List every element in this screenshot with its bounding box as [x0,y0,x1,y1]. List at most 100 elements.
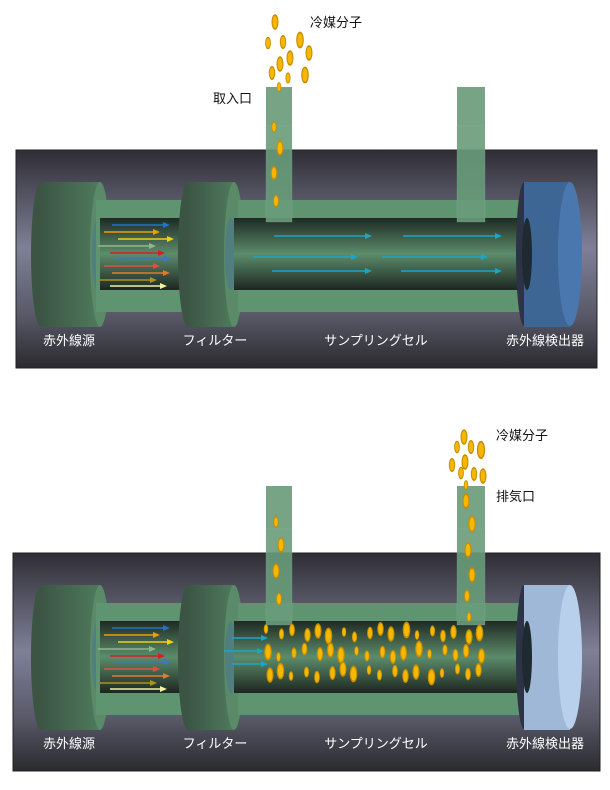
refrigerant-molecule-highlight [315,624,321,638]
refrigerant-molecule-highlight [276,653,281,661]
refrigerant-molecule-highlight [338,648,344,662]
refrigerant-molecule-highlight [393,666,397,676]
infrared-spectrum-arrow-head [158,653,165,659]
infrared-beam-arrow-head [261,661,268,667]
refrigerant-molecule-highlight [289,672,293,680]
sampling-cell-label: サンプリングセル [324,737,428,752]
refrigerant-molecule-highlight [267,668,273,682]
refrigerant-molecule-highlight [471,468,477,480]
infrared-beam-arrow-head [481,254,488,260]
refrigerant-molecule-highlight [465,543,471,557]
refrigerant-molecule-highlight [292,648,296,658]
refrigerant-molecule-highlight [468,441,474,453]
infrared-beam-arrow-head [351,254,358,260]
refrigerant-molecule-highlight [304,667,309,677]
refrigerant-molecule-highlight [469,568,475,582]
refrigerant-molecule-highlight [367,666,371,674]
refrigerant-molecule-highlight [465,591,469,601]
infrared-spectrum-arrow-head [153,666,160,672]
infrared-beam-arrow-head [495,268,502,274]
refrigerant-molecule-highlight [479,649,484,663]
refrigerant-molecule-highlight [274,517,278,527]
source-tube-bore [100,621,182,693]
refrigerant-molecule-highlight [280,36,286,48]
refrigerant-molecule-highlight [354,647,359,655]
refrigerant-molecule-highlight [455,442,459,452]
refrigerant-molecule-highlight [478,442,484,458]
refrigerant-molecule-highlight [265,645,271,659]
refrigerant-molecule-highlight [403,670,408,682]
refrigerant-molecule-highlight [277,57,283,71]
refrigerant-molecule-highlight [413,665,419,679]
infrared-spectrum-arrow-head [164,659,171,665]
inlet-pipe-sleeve [265,125,293,223]
outlet-pipe [456,486,486,626]
refrigerant-molecule-highlight [278,538,284,552]
refrigerant-molecule-highlight [352,632,357,642]
infrared-spectrum-arrow-head [153,229,160,235]
infrared-spectrum-arrow-head [150,277,157,283]
refrigerant-molecule-highlight [441,631,445,641]
refrigerant-molecule-highlight [428,670,435,684]
refrigerant-molecule-highlight [368,628,372,638]
refrigerant-molecule-highlight [272,15,278,29]
refrigerant-molecule-highlight [427,650,432,658]
refrigerant-molecule-highlight [463,645,469,657]
infrared-spectrum-arrow-head [160,686,167,692]
refrigerant-molecule-highlight [315,672,319,682]
refrigerant-molecule-highlight [449,459,455,471]
refrigerant-molecule-highlight [453,650,458,660]
refrigerant-molecule-highlight [287,51,293,65]
intake-port-label: 取入口 [213,92,252,107]
infrared-beam-arrow-head [257,648,264,654]
refrigerant-molecule-highlight [350,667,357,681]
infrared-beam-arrow-head [365,268,372,274]
refrigerant-molecule-highlight [461,430,467,444]
refrigerant-molecule-highlight [271,167,277,179]
ir-source-label: 赤外線源 [43,736,95,752]
refrigerant-molecule-highlight [388,627,394,641]
infrared-spectrum-arrow-head [163,222,170,228]
refrigerant-molecule-highlight [401,646,406,660]
refrigerant-molecule-highlight [279,629,284,639]
refrigerant-molecule-highlight [269,67,275,79]
infrared-spectrum-arrow-head [153,632,160,638]
refrigerant-molecule-highlight [328,643,333,657]
infrared-spectrum-arrow-head [167,639,174,645]
ir-detector-face [558,585,582,729]
outlet-pipe [456,87,486,223]
outlet-pipe-body [457,486,485,625]
refrigerant-molecules-label: 冷媒分子 [310,16,362,31]
refrigerant-molecule-highlight [378,623,383,635]
refrigerant-molecule-highlight [325,629,332,643]
refrigerant-molecule-highlight [365,651,369,661]
refrigerant-molecule-highlight [277,141,283,155]
refrigerant-molecule-highlight [306,46,312,60]
refrigerant-molecule-highlight [305,629,310,641]
refrigerant-molecule-highlight [467,613,471,621]
filter-label: フィルター [183,334,248,349]
infrared-spectrum-arrow-head [163,270,170,276]
infrared-spectrum-arrow-head [163,625,170,631]
ir-detector-window [522,218,532,290]
ir-detector [516,182,582,327]
refrigerant-molecule-highlight [451,626,456,638]
refrigerant-molecule-highlight [440,669,444,677]
refrigerant-molecule-highlight [272,122,276,132]
sampling-cell-bore [234,218,527,290]
refrigerant-molecule-highlight [277,664,284,678]
infrared-spectrum-arrow-head [149,243,156,249]
refrigerant-molecule-highlight [455,664,460,674]
refrigerant-molecule-highlight [277,83,281,91]
filter-label: フィルター [183,737,248,752]
refrigerant-molecule-highlight [297,33,303,47]
refrigerant-molecules-label: 冷媒分子 [496,429,548,444]
refrigerant-molecule-highlight [273,564,279,578]
ir-detector-label: 赤外線検出器 [506,736,584,752]
refrigerant-molecule-highlight [403,623,410,637]
refrigerant-molecule-highlight [290,625,294,635]
infrared-beam-arrow-head [495,233,502,239]
outlet-pipe-body [457,87,485,222]
refrigerant-molecule-highlight [469,517,475,531]
refrigerant-molecule-highlight [416,642,422,656]
